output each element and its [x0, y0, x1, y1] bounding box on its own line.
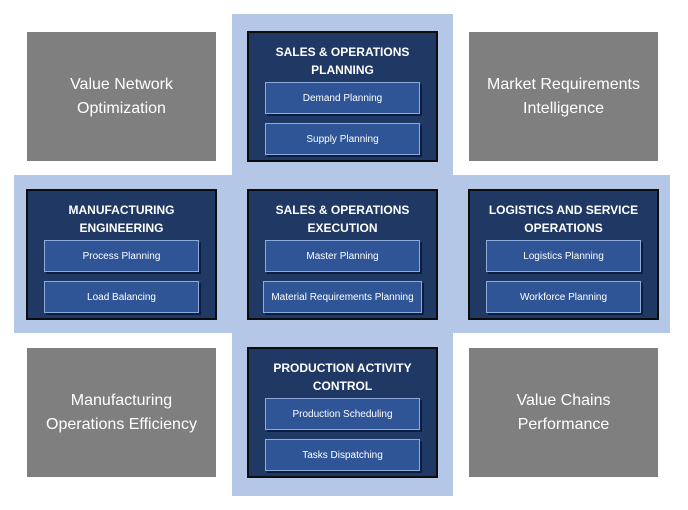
- master-planning-button[interactable]: Master Planning: [265, 240, 420, 272]
- sales-operations-planning-panel: SALES & OPERATIONS PLANNING Demand Plann…: [247, 31, 438, 162]
- market-requirements-intelligence-box: Market Requirements Intelligence: [469, 32, 658, 161]
- production-scheduling-button[interactable]: Production Scheduling: [265, 398, 420, 430]
- value-chains-performance-box: Value Chains Performance: [469, 348, 658, 477]
- logistics-planning-button[interactable]: Logistics Planning: [486, 240, 641, 272]
- value-network-optimization-box: Value Network Optimization: [27, 32, 216, 161]
- panel-title: LOGISTICS AND SERVICE OPERATIONS: [488, 203, 639, 235]
- load-balancing-button[interactable]: Load Balancing: [44, 281, 199, 313]
- manufacturing-operations-efficiency-box: Manufacturing Operations Efficiency: [27, 348, 216, 477]
- panel-title: MANUFACTURING ENGINEERING: [68, 203, 175, 235]
- supply-planning-button[interactable]: Supply Planning: [265, 123, 420, 155]
- workforce-planning-button[interactable]: Workforce Planning: [486, 281, 641, 313]
- panel-title: SALES & OPERATIONS EXECUTION: [275, 203, 410, 235]
- tasks-dispatching-button[interactable]: Tasks Dispatching: [265, 439, 420, 471]
- manufacturing-engineering-panel: MANUFACTURING ENGINEERING Process Planni…: [26, 189, 217, 320]
- demand-planning-button[interactable]: Demand Planning: [265, 82, 420, 114]
- process-planning-button[interactable]: Process Planning: [44, 240, 199, 272]
- panel-title: PRODUCTION ACTIVITY CONTROL: [273, 361, 412, 393]
- material-requirements-planning-button[interactable]: Material Requirements Planning: [263, 281, 422, 313]
- sales-operations-execution-panel: SALES & OPERATIONS EXECUTION Master Plan…: [247, 189, 438, 320]
- logistics-service-operations-panel: LOGISTICS AND SERVICE OPERATIONS Logisti…: [468, 189, 659, 320]
- panel-title: SALES & OPERATIONS PLANNING: [275, 45, 410, 77]
- production-activity-control-panel: PRODUCTION ACTIVITY CONTROL Production S…: [247, 347, 438, 478]
